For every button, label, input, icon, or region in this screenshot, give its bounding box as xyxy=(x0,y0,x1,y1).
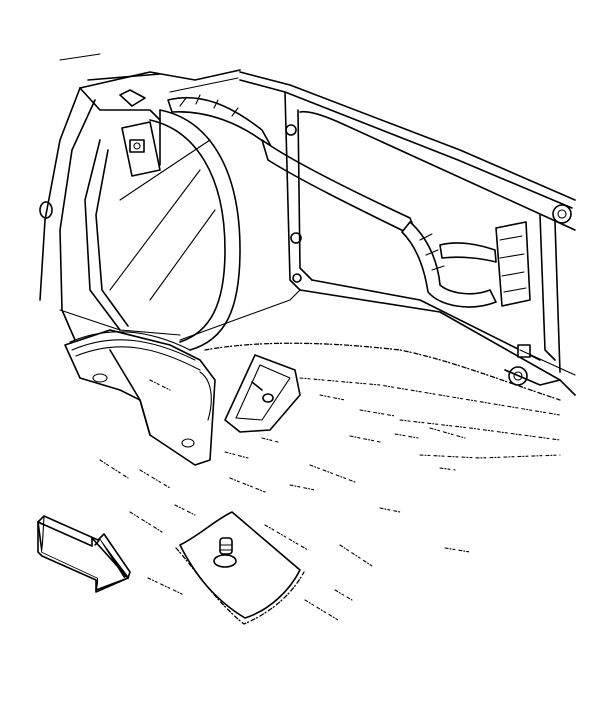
floor-edge xyxy=(204,342,561,459)
floor-texture xyxy=(99,379,471,621)
fastener-bolt-icon xyxy=(213,537,237,568)
bolt-icon xyxy=(251,381,274,403)
roof-edge-lines xyxy=(59,53,576,209)
hinge-bolt-upper-icon xyxy=(552,204,572,224)
view-direction-arrow-icon xyxy=(37,515,131,593)
floor-plate-lower xyxy=(175,511,305,625)
front-bracket xyxy=(64,329,216,466)
door-opening-frame xyxy=(179,91,576,396)
left-quarter-panel xyxy=(39,87,241,351)
body-hole xyxy=(39,201,53,219)
retainer-clip-icon xyxy=(119,89,146,107)
connector-block xyxy=(495,221,531,307)
floor-bracket-mid xyxy=(224,354,301,433)
wiring-harness xyxy=(167,94,497,308)
upper-bracket xyxy=(119,89,161,177)
